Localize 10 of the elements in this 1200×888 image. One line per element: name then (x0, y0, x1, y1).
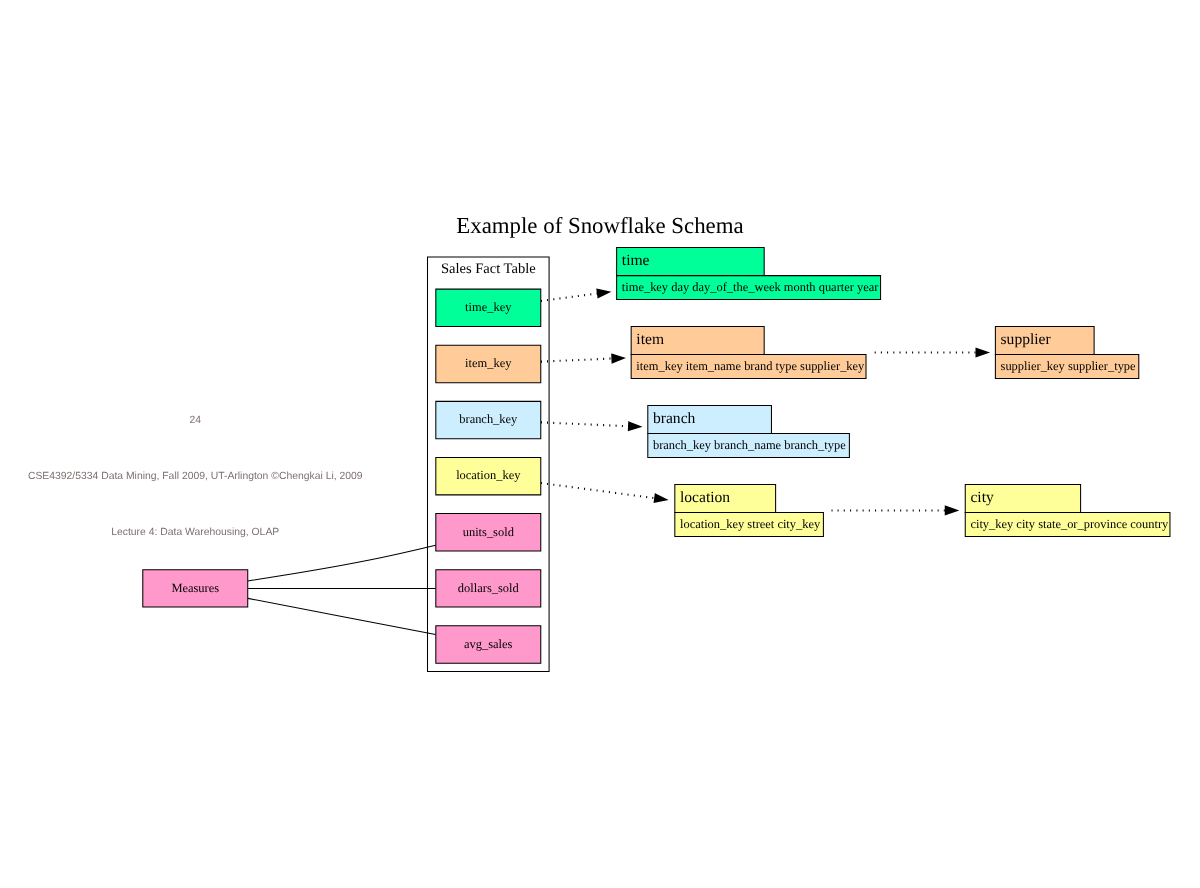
arrow (540, 481, 669, 503)
arrow (540, 287, 612, 301)
arrow (874, 346, 991, 357)
arrow (540, 420, 643, 431)
arrow (831, 504, 960, 515)
connector (247, 586, 437, 588)
connector (247, 543, 437, 581)
diagram-title: Example of Snowflake Schema (456, 213, 744, 238)
arrow (540, 352, 626, 363)
connector (247, 596, 437, 635)
